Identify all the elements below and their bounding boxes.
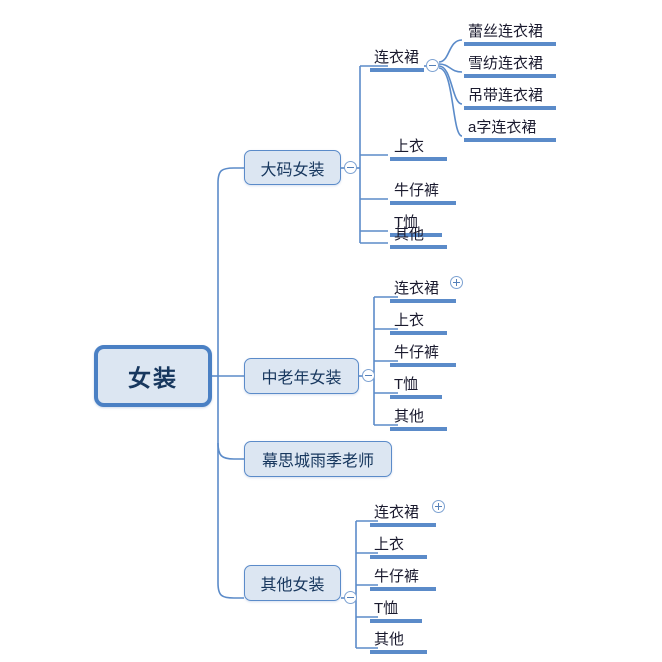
leaf-underline <box>464 42 556 46</box>
leaf-label: 蕾丝连衣裙 <box>468 23 544 40</box>
leaf-underline <box>390 395 442 399</box>
leaf-underline <box>370 68 424 72</box>
leaf-underline <box>370 555 427 559</box>
leaf-node[interactable]: 吊带连衣裙 <box>464 86 556 110</box>
leaf-label: T恤 <box>394 376 419 393</box>
leaf-label: 连衣裙 <box>394 280 440 297</box>
leaf-node[interactable]: 上衣 <box>390 311 447 335</box>
branch-node-label: 中老年女装 <box>261 370 342 387</box>
leaf-underline <box>370 587 436 591</box>
leaf-underline <box>390 201 456 205</box>
root-node[interactable]: 女装 <box>94 345 212 407</box>
collapse-toggle-zhonglaonian[interactable] <box>362 369 375 382</box>
leaf-label: a字连衣裙 <box>468 119 537 136</box>
leaf-underline <box>464 138 556 142</box>
leaf-label: 上衣 <box>394 312 425 329</box>
leaf-underline <box>390 299 456 303</box>
leaf-label: 雪纺连衣裙 <box>468 55 544 72</box>
leaf-node[interactable]: a字连衣裙 <box>464 118 556 142</box>
expand-toggle-lianyiqun-qita[interactable] <box>432 500 445 513</box>
leaf-node[interactable]: 连衣裙 <box>390 279 456 303</box>
leaf-node[interactable]: 其他 <box>390 407 447 431</box>
expand-toggle-lianyiqun-zhonglaonian[interactable] <box>450 276 463 289</box>
leaf-label: 上衣 <box>394 138 425 155</box>
branch-node-qita[interactable]: 其他女装 <box>244 565 341 601</box>
branch-node-musicheng[interactable]: 幕思城雨季老师 <box>244 441 392 477</box>
leaf-underline <box>390 233 442 237</box>
leaf-node[interactable]: 连衣裙 <box>370 503 436 527</box>
collapse-toggle-lianyiqun-daima[interactable] <box>426 59 439 72</box>
leaf-label: 其他 <box>374 631 405 648</box>
leaf-node[interactable]: 牛仔裤 <box>370 567 436 591</box>
branch-node-label: 幕思城雨季老师 <box>261 453 374 470</box>
branch-node-zhonglaonian[interactable]: 中老年女装 <box>244 358 359 394</box>
leaf-underline <box>390 331 447 335</box>
leaf-node[interactable]: 其他 <box>370 630 427 654</box>
branch-node-daima[interactable]: 大码女装 <box>244 150 341 185</box>
leaf-underline <box>390 245 447 249</box>
leaf-node[interactable]: T恤 <box>390 375 442 399</box>
leaf-node[interactable]: 上衣 <box>370 535 427 559</box>
collapse-toggle-daima[interactable] <box>344 161 357 174</box>
branch-node-label: 大码女装 <box>260 161 325 179</box>
leaf-node[interactable]: T恤 <box>370 599 422 623</box>
leaf-node[interactable]: 牛仔裤 <box>390 343 456 367</box>
leaf-label: 吊带连衣裙 <box>468 87 544 104</box>
branch-node-label: 其他女装 <box>260 577 325 594</box>
leaf-underline <box>390 157 447 161</box>
leaf-node[interactable]: 牛仔裤 <box>390 181 456 205</box>
leaf-underline <box>370 523 436 527</box>
leaf-underline <box>464 106 556 110</box>
leaf-node[interactable]: 蕾丝连衣裙 <box>464 22 556 46</box>
leaf-underline <box>464 74 556 78</box>
leaf-node[interactable]: 连衣裙 <box>370 48 424 72</box>
leaf-label: 上衣 <box>374 536 405 553</box>
leaf-node[interactable]: 其他 <box>390 225 447 249</box>
leaf-underline <box>370 650 427 654</box>
leaf-node[interactable]: T恤 <box>390 213 442 237</box>
leaf-node[interactable]: 上衣 <box>390 137 447 161</box>
leaf-label: 牛仔裤 <box>394 344 440 361</box>
leaf-label: 其他 <box>394 408 425 425</box>
leaf-label: 其他 <box>394 226 425 243</box>
leaf-label: T恤 <box>374 600 399 617</box>
root-node-label: 女装 <box>128 365 178 391</box>
leaf-underline <box>370 619 422 623</box>
leaf-underline <box>390 427 447 431</box>
leaf-label: 连衣裙 <box>374 504 420 521</box>
leaf-underline <box>390 363 456 367</box>
leaf-label: 牛仔裤 <box>374 568 420 585</box>
collapse-toggle-qita[interactable] <box>344 591 357 604</box>
leaf-node[interactable]: 雪纺连衣裙 <box>464 54 556 78</box>
leaf-label: 牛仔裤 <box>394 182 440 199</box>
leaf-label: T恤 <box>394 214 419 231</box>
leaf-label: 连衣裙 <box>374 49 420 66</box>
